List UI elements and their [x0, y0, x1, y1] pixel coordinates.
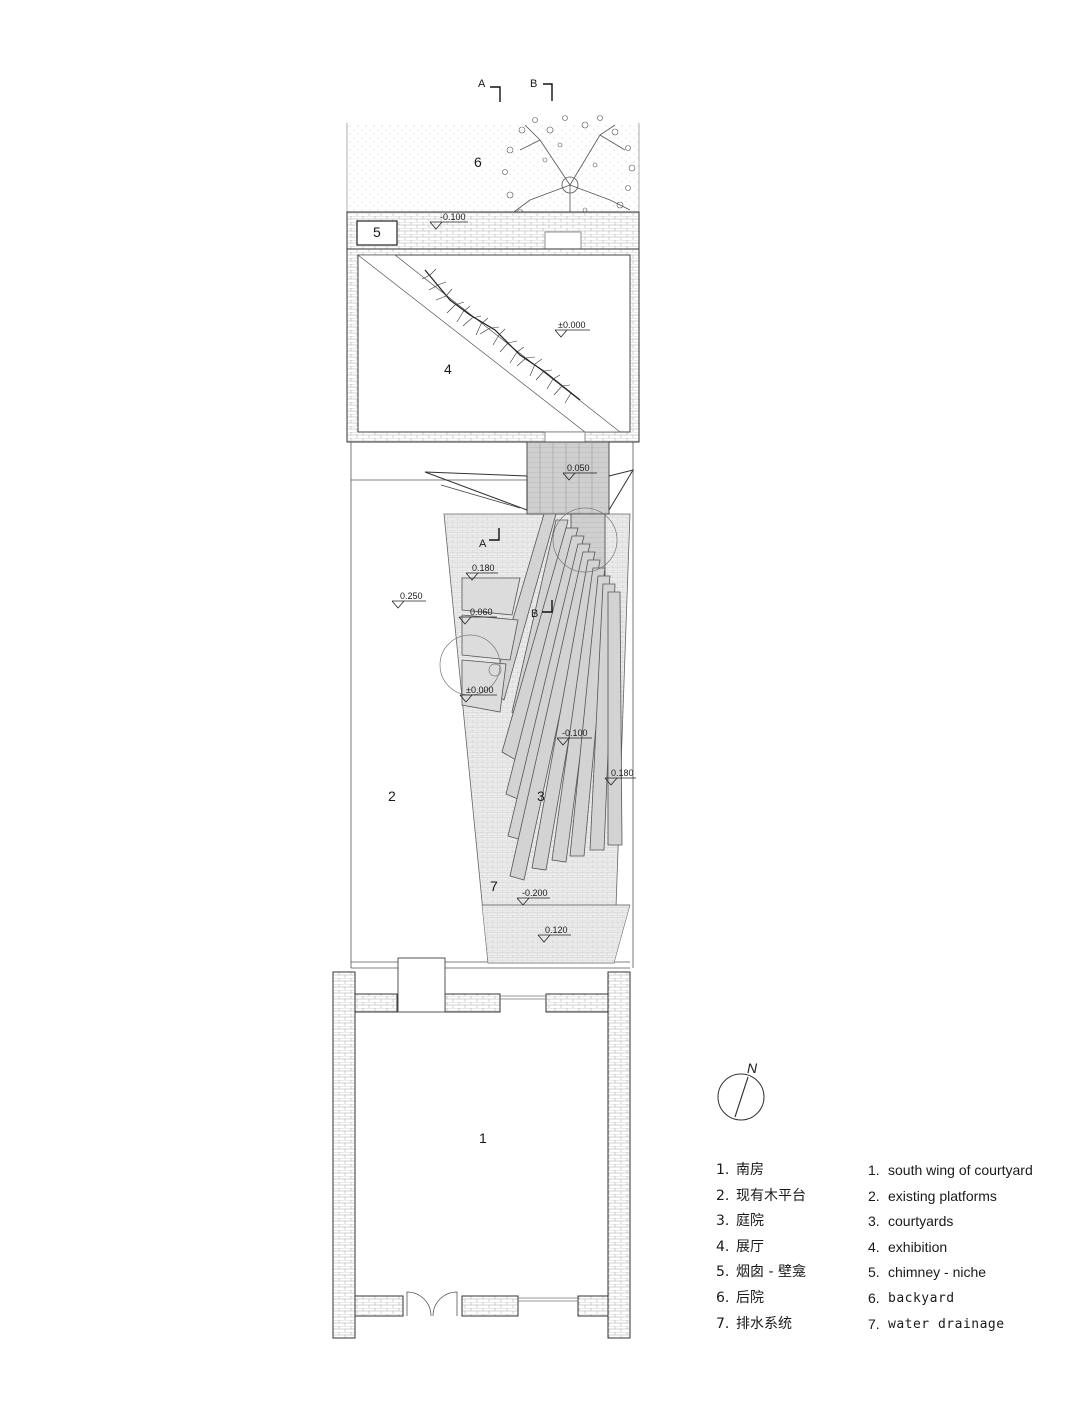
legend-en-num: 7. [868, 1315, 880, 1332]
entry-door [406, 1291, 458, 1317]
legend-cn-text: 展厅 [736, 1238, 764, 1255]
legend-cn-text: 排水系统 [736, 1315, 792, 1332]
legend-en-num: 5. [868, 1264, 880, 1281]
level-side-180: 0.180 [611, 768, 634, 778]
legend-en-text: water drainage [888, 1316, 1005, 1332]
label-chimney: 5 [373, 224, 381, 240]
label-courtyard: 3 [537, 788, 545, 804]
level-step-000: ±0.000 [466, 685, 493, 695]
legend-en-num: 4. [868, 1238, 880, 1255]
legend-cn-item: 1. 南房 [716, 1158, 806, 1184]
legend-cn-num: 6. [716, 1289, 730, 1306]
legend-en-item: 1. south wing of courtyard [868, 1158, 1033, 1184]
legend-cn-num: 3. [716, 1213, 730, 1230]
level-exhibition: ±0.000 [558, 320, 585, 330]
legend-en-item: 3. courtyards [868, 1209, 1033, 1235]
legend-en-num: 1. [868, 1162, 880, 1178]
legend-en-item: 4. exhibition [868, 1235, 1033, 1261]
legend-cn-num: 7. [716, 1315, 730, 1332]
label-exhibition: 4 [444, 361, 452, 377]
legend-en-text: backyard [888, 1290, 955, 1306]
legend-en-item: 2. existing platforms [868, 1184, 1033, 1210]
legend-cn-text: 烟囱 - 壁龛 [736, 1264, 806, 1281]
legend-en-text: south wing of courtyard [888, 1162, 1033, 1178]
section-markers [489, 83, 553, 613]
label-south-wing: 1 [479, 1130, 487, 1146]
level-platform: 0.050 [567, 463, 590, 473]
level-existing: 0.250 [400, 591, 423, 601]
north-label: N [747, 1060, 758, 1076]
level-backyard: -0.100 [440, 212, 466, 222]
legend-en-text: courtyards [888, 1213, 954, 1230]
step-platforms [461, 577, 521, 713]
legend-cn-text: 后院 [736, 1289, 764, 1306]
section-a-mid: A [479, 538, 487, 550]
north-wall [346, 211, 640, 251]
legend-en-num: 6. [868, 1289, 880, 1306]
legend-cn-item: 7. 排水系统 [716, 1312, 806, 1338]
legend-cn-item: 3. 庭院 [716, 1209, 806, 1235]
level-triangles [391, 221, 636, 943]
level-drain: -0.200 [522, 888, 548, 898]
backyard-area [346, 123, 640, 215]
label-backyard: 6 [474, 154, 482, 170]
legend-en-num: 3. [868, 1213, 880, 1230]
section-b-top: B [530, 78, 537, 90]
legend-cn-num: 4. [716, 1238, 730, 1255]
south-wing [332, 957, 631, 1339]
section-b-mid: B [531, 608, 538, 620]
label-drainage: 7 [490, 878, 498, 894]
legend-cn-item: 6. 后院 [716, 1286, 806, 1312]
legend-cn-num: 5. [716, 1264, 730, 1281]
exhibition-room [346, 248, 640, 443]
legend-en-text: exhibition [888, 1238, 948, 1255]
level-step-180: 0.180 [472, 563, 495, 573]
north-arrow-icon [717, 1073, 765, 1121]
legend-en-text: existing platforms [888, 1187, 997, 1204]
legend-cn-text: 南房 [736, 1162, 764, 1178]
legend-cn-num: 1. [716, 1162, 730, 1178]
level-step-060: 0.060 [470, 607, 493, 617]
legend-cn-item: 2. 现有木平台 [716, 1184, 806, 1210]
legend-en-item: 6. backyard [868, 1286, 1033, 1312]
legend-cn-item: 4. 展厅 [716, 1235, 806, 1261]
legend-cn-text: 现有木平台 [736, 1187, 806, 1204]
legend-en-item: 7. water drainage [868, 1312, 1033, 1338]
legend-en-num: 2. [868, 1187, 880, 1204]
section-a-top: A [478, 78, 486, 90]
legend-english: 1. south wing of courtyard 2. existing pla… [868, 1158, 1033, 1337]
legend-en-item: 5. chimney - niche [868, 1260, 1033, 1286]
legend-cn-item: 5. 烟囱 - 壁龛 [716, 1260, 806, 1286]
legend-cn-text: 庭院 [736, 1213, 764, 1230]
legend-chinese: 1. 南房 2. 现有木平台 3. 庭院 4. 展厅 5. 烟囱 - 壁龛 6. 后院 7.… [716, 1158, 806, 1337]
label-existing-platform: 2 [388, 788, 396, 804]
level-bottom-120: 0.120 [545, 925, 568, 935]
level-court: -0.100 [562, 728, 588, 738]
legend-cn-num: 2. [716, 1187, 730, 1204]
legend-en-text: chimney - niche [888, 1264, 987, 1281]
